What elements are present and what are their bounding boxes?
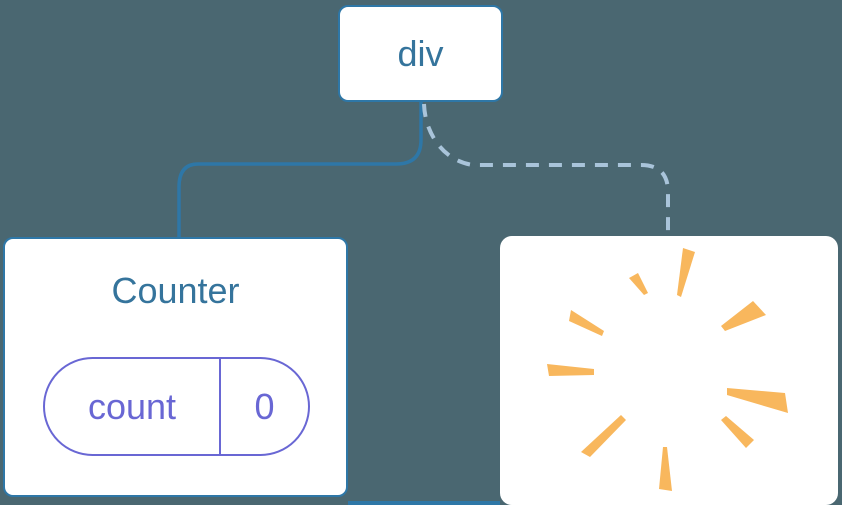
poof-ray — [547, 364, 594, 376]
poof-ray — [677, 248, 695, 297]
node-poof — [500, 236, 838, 505]
poof-starburst-icon — [547, 248, 788, 491]
poof-ray — [569, 310, 604, 336]
state-pill: count 0 — [43, 357, 310, 456]
state-value: 0 — [254, 385, 275, 427]
counter-title: Counter — [111, 270, 240, 311]
poof-ray — [721, 416, 754, 448]
node-div-label: div — [397, 32, 444, 74]
state-pill-divider — [219, 359, 221, 454]
poof-ray — [721, 301, 766, 331]
node-div: div — [338, 5, 503, 102]
state-key-label: count — [87, 385, 177, 427]
poof-ray — [659, 447, 672, 491]
poof-ray — [629, 273, 648, 295]
poof-ray — [581, 415, 626, 457]
solid-connector-line — [177, 102, 423, 238]
bottom-divider-line — [348, 501, 500, 505]
poof-ray — [727, 388, 788, 413]
node-counter: Counter count 0 — [3, 237, 348, 497]
dashed-connector-line — [422, 103, 670, 237]
